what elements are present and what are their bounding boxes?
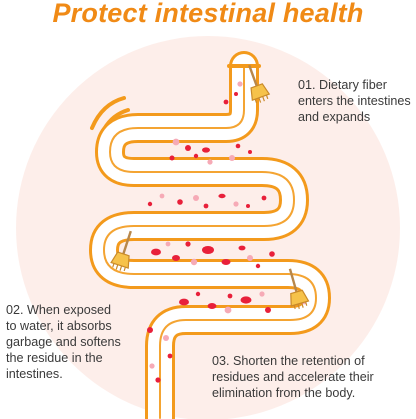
broom-icon — [288, 268, 310, 310]
intestine-tube — [89, 51, 331, 419]
step1-caption: 01. Dietary fiber enters the intestines … — [298, 78, 411, 124]
step2-caption: 02. When exposed to water, it absorbs ga… — [6, 303, 121, 381]
page-title: Protect intestinal health — [52, 0, 364, 28]
broom-icon — [110, 230, 132, 272]
particles — [147, 81, 307, 383]
step3-caption: 03. Shorten the retention of residues an… — [212, 354, 374, 400]
broom-icon — [248, 64, 271, 104]
